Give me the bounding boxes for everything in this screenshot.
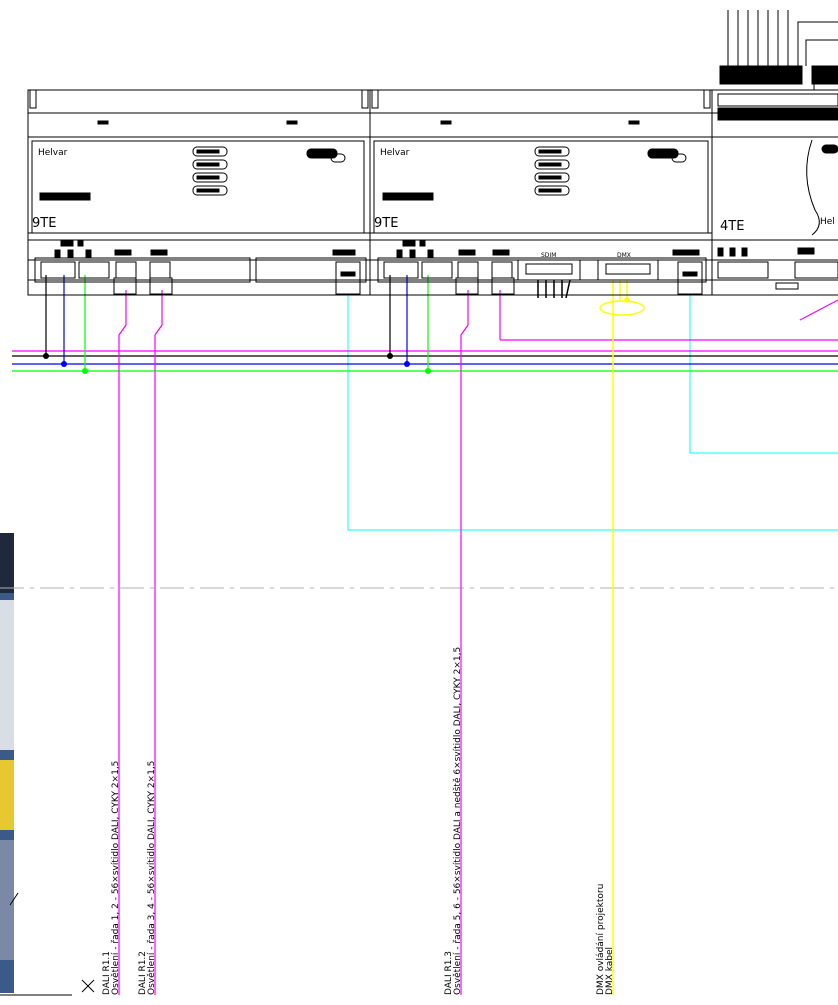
controller-module-3 — [711, 10, 838, 296]
control-wires — [347, 295, 838, 531]
cable-desc: DMX kabel — [605, 947, 615, 995]
cable-id: DALI R1.2 — [138, 951, 148, 995]
brand-label-2: Helvar — [380, 148, 410, 158]
brand-label-1: Helvar — [38, 148, 68, 158]
controller-module-2 — [369, 89, 713, 299]
sdim-connector-label: SDIM — [541, 252, 556, 259]
bus-taps — [43, 275, 431, 374]
power-bus — [12, 339, 838, 372]
cable-label-dali-r1-2: DALI R1.2 Osvětlení - řada 3, 4 - 56×sví… — [138, 761, 157, 995]
ucs-marker-icon — [0, 892, 95, 996]
cable-id: DALI R1.1 — [102, 951, 112, 995]
cable-desc: Osvětlení - řada 3, 4 - 56×svítidlo DALI… — [147, 761, 157, 995]
cable-desc: Osvětlení - řada 5, 6 - 56×svítidlo DALI… — [452, 647, 463, 995]
cable-label-dali-r1-1: DALI R1.1 Osvětlení - řada 1, 2 - 56×sví… — [102, 761, 121, 995]
cable-id: DALI R1.3 — [444, 951, 454, 995]
dmx-wire — [599, 280, 645, 995]
cable-id: DMX ovládání projektoru — [596, 884, 606, 995]
brand-label-3: Hel — [820, 217, 835, 227]
background-photo-fragment — [0, 533, 14, 993]
controller-module-1 — [27, 89, 371, 296]
status-leds — [534, 146, 570, 196]
cable-desc: Osvětlení - řada 1, 2 - 56×svítidlo DALI… — [111, 761, 121, 995]
cable-label-dmx: DMX ovládání projektoru DMX kabel — [596, 884, 615, 995]
status-leds — [192, 146, 228, 196]
dmx-connector-label: DMX — [617, 252, 631, 259]
size-label-2: 9TE — [374, 216, 398, 231]
cable-label-dali-r1-3: DALI R1.3 Osvětlení - řada 5, 6 - 56×sví… — [444, 647, 463, 995]
size-label-1: 9TE — [32, 216, 56, 231]
dali-wires — [118, 290, 838, 995]
size-label-3: 4TE — [720, 219, 744, 234]
